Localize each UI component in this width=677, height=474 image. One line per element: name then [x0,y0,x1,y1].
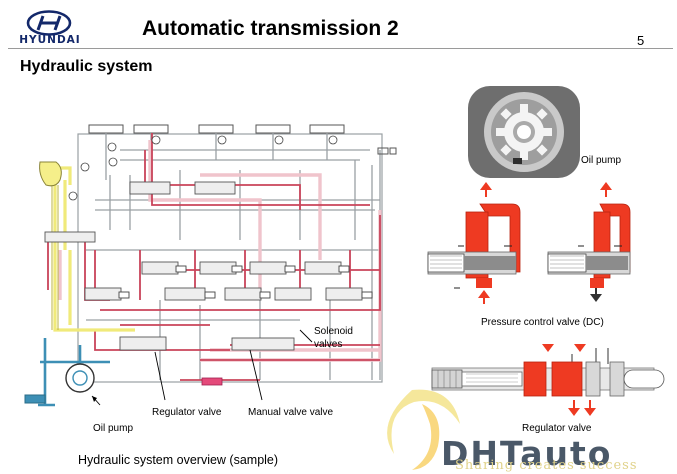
circuit-frame [77,133,383,383]
pressure-control-valve-label: Pressure control valve (DC) [481,317,604,328]
hyundai-logo: HYUNDAI [18,10,82,46]
oil-pump-label-bottom: Oil pump [93,423,134,434]
orifice-symbols [68,135,338,201]
pcv-right [547,182,631,302]
top-valve-boxes [88,124,345,134]
pcv-left [427,182,521,304]
page-title: Automatic transmission 2 [142,17,399,40]
regulator-valve-diagram [431,344,665,416]
hyundai-emblem-icon [26,10,72,36]
figure-caption: Hydraulic system overview (sample) [78,453,279,467]
page-number: 5 [637,33,645,48]
shift-valve-blocks [44,181,363,351]
section-title: Hydraulic system [20,58,153,75]
accumulator-icon [39,161,62,187]
drain-symbols [24,147,397,404]
filter-block [201,377,223,386]
solenoid-valves-label-line1: Solenoid [314,326,353,337]
oil-pump-icon [65,363,95,393]
regulator-valve-label: Regulator valve [152,407,222,418]
yellow-lube-lines [45,166,135,332]
manual-valve-label: Manual valve valve [248,407,334,418]
logo-wordmark: HYUNDAI [19,34,81,46]
watermark-swoosh-icon [387,389,460,470]
oil-pump-label-top: Oil pump [581,155,622,166]
watermark-tagline: Sharing creates success [455,458,638,473]
yellow-lube-outlines [51,185,59,330]
solenoid-valves-label-line2: valves [314,339,343,350]
header-divider [8,48,673,49]
regulator-valve-label-right: Regulator valve [522,423,592,434]
pressure-control-valve-diagram [427,182,631,304]
solenoid-coils [118,265,373,299]
oil-pump-illustration [468,86,580,178]
watermark-brand: DHTauto [441,434,613,473]
